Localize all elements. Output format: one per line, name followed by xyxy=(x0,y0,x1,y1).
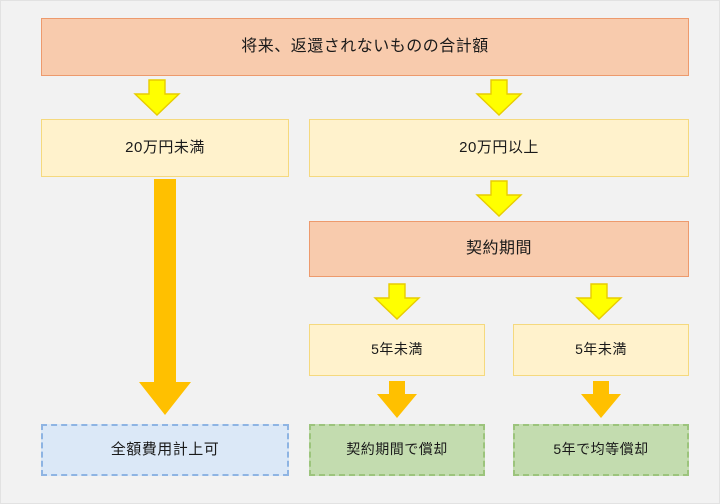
arrow-down-to-period-right xyxy=(575,283,623,321)
node-result-amortize-contract: 契約期間で償却 xyxy=(309,424,485,476)
node-over-200k: 20万円以上 xyxy=(309,119,689,177)
arrow-down-to-amortize-five-years xyxy=(579,380,623,420)
down-arrow-yellow-icon xyxy=(133,79,181,116)
down-arrow-yellow-icon xyxy=(475,180,523,217)
node-period-right-under-5y: 5年未満 xyxy=(513,324,689,376)
node-under-200k: 20万円未満 xyxy=(41,119,289,177)
node-label: 契約期間で償却 xyxy=(346,441,448,458)
node-label: 5年で均等償却 xyxy=(553,441,649,458)
arrow-long-down-to-full-expense xyxy=(135,179,195,417)
down-arrow-yellow-icon xyxy=(475,79,523,116)
node-result-amortize-five-years: 5年で均等償却 xyxy=(513,424,689,476)
node-period-left-under-5y: 5年未満 xyxy=(309,324,485,376)
node-contract-period: 契約期間 xyxy=(309,221,689,277)
node-label: 20万円未満 xyxy=(125,138,205,156)
down-arrow-gold-icon xyxy=(581,381,621,418)
arrow-down-to-amortize-contract xyxy=(375,380,419,420)
node-label: 将来、返還されないものの合計額 xyxy=(241,38,489,55)
node-label: 契約期間 xyxy=(465,240,532,257)
node-label: 5年未満 xyxy=(575,341,627,358)
long-down-arrow-gold-icon xyxy=(139,179,191,415)
node-label: 5年未満 xyxy=(371,341,423,358)
arrow-down-to-under-200k xyxy=(133,79,181,117)
node-label: 全額費用計上可 xyxy=(110,440,220,458)
arrow-down-to-period-left xyxy=(373,283,421,321)
node-total-nonrefundable: 将来、返還されないものの合計額 xyxy=(41,18,689,76)
arrow-down-to-contract-period xyxy=(475,180,523,218)
node-label: 20万円以上 xyxy=(459,138,539,156)
down-arrow-gold-icon xyxy=(377,381,417,418)
node-result-full-expense: 全額費用計上可 xyxy=(41,424,289,476)
down-arrow-yellow-icon xyxy=(373,283,421,320)
down-arrow-yellow-icon xyxy=(575,283,623,320)
arrow-down-to-over-200k xyxy=(475,79,523,117)
